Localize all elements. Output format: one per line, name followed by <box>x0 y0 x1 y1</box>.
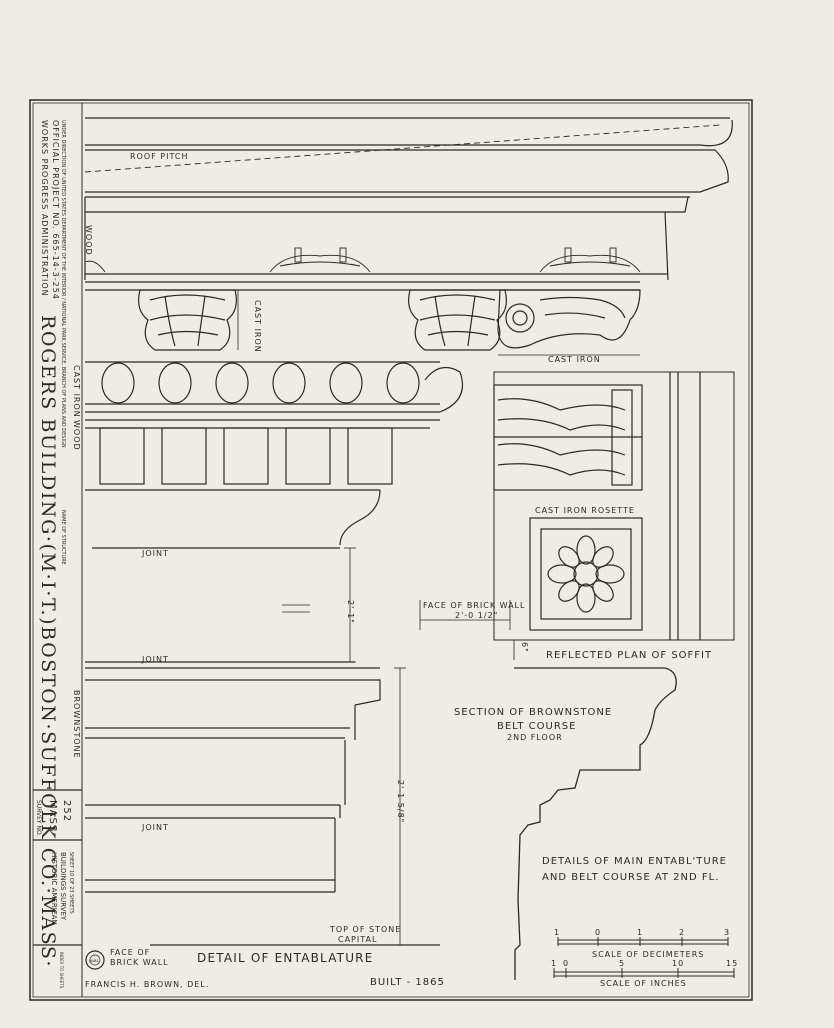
scale-bars <box>553 937 735 978</box>
belt-course-profile <box>514 667 677 980</box>
dentil-course <box>85 427 430 546</box>
habs-line-1: HISTORIC AMERICAN <box>50 852 58 925</box>
label-brownstone: BROWNSTONE <box>72 690 81 759</box>
in-tick-3: 5 <box>619 959 625 968</box>
label-delineator: FRANCIS H. BROWN, DEL. <box>85 980 209 989</box>
survey-no: MASS· <box>47 800 58 836</box>
label-face-of-2: BRICK WALL <box>110 958 169 967</box>
label-face-of-brick-wall: FACE OF BRICK WALL <box>423 601 525 610</box>
sheet-info: SHEET 10 OF 23 SHEETS <box>68 852 74 914</box>
wpa-line-2: OFFICIAL PROJECT NO. 665-14-3-254 <box>51 120 60 300</box>
label-cast-iron-2: CAST IRON <box>548 355 601 364</box>
inner-border <box>32 102 750 998</box>
soffit-plan <box>493 371 735 641</box>
dimension-lines <box>282 547 515 946</box>
title-block: WORKS PROGRESS ADMINISTRATION OFFICIAL P… <box>35 120 99 989</box>
label-roof-pitch: ROOF PITCH <box>130 152 189 161</box>
label-wood: WOOD <box>84 225 93 256</box>
outer-border <box>29 99 753 1001</box>
label-top-of-stone-2: CAPITAL <box>338 935 377 944</box>
label-built: BUILT - 1865 <box>370 977 445 988</box>
label-dim-2-1: 2'-1" <box>346 600 355 624</box>
survey-no-num: 252 <box>61 800 72 822</box>
in-tick-2: 0 <box>563 959 569 968</box>
in-tick-1: 1 <box>551 959 557 968</box>
scale-inches-label: SCALE OF INCHES <box>600 979 687 988</box>
label-section-title-1: SECTION OF BROWNSTONE <box>454 707 612 718</box>
seal-text: HABS <box>89 959 99 963</box>
index-text: INDEX TO SHEETS <box>59 952 64 989</box>
label-wood-2: WOOD <box>72 420 81 451</box>
dm-tick-3: 1 <box>637 928 643 937</box>
scale-labels: 1 0 1 2 3 SCALE OF DECIMETERS 1 0 5 10 1… <box>551 928 738 988</box>
frieze <box>85 547 440 946</box>
label-cast-iron-1: CAST IRON <box>253 300 262 353</box>
name-of-structure-label: NAME OF STRUCTURE <box>60 510 66 565</box>
wpa-line-1: WORKS PROGRESS ADMINISTRATION <box>40 120 49 297</box>
label-top-of-stone-1: TOP OF STONE <box>329 925 401 934</box>
egg-and-dart-molding <box>85 361 464 421</box>
cast-iron-rosette <box>547 535 625 613</box>
label-cast-iron-3: CAST IRON <box>72 365 81 418</box>
label-joint-1: JOINT <box>141 549 169 558</box>
cast-iron-brackets <box>138 289 641 351</box>
label-cast-iron-rosette: CAST IRON ROSETTE <box>535 506 635 515</box>
label-details-title-2: AND BELT COURSE AT 2ND FL. <box>542 872 719 883</box>
habs-seal <box>85 950 105 970</box>
label-dim-2-1-5-8: 2'-1 5/8" <box>396 780 405 823</box>
in-tick-5: 15 <box>726 959 738 968</box>
structure-name: ROGERS BUILDING·(M·I·T.)BOSTON·SUFFOLK C… <box>37 315 59 968</box>
in-tick-4: 10 <box>672 959 684 968</box>
label-dim-6: 6" <box>520 642 529 653</box>
label-joint-2: JOINT <box>141 655 169 664</box>
drawing-labels: ROOF PITCH WOOD CAST IRON CAST IRON CAST… <box>72 152 727 989</box>
dm-tick-5: 3 <box>724 928 730 937</box>
cornice <box>84 117 733 291</box>
label-details-title-1: DETAILS OF MAIN ENTABL'TURE <box>542 856 727 867</box>
habs-line-2: BUILDINGS SURVEY <box>59 852 67 921</box>
label-joint-3: JOINT <box>141 823 169 832</box>
scale-decimeters-label: SCALE OF DECIMETERS <box>592 950 704 959</box>
cresting-ornaments <box>84 247 641 273</box>
dm-tick-2: 0 <box>595 928 601 937</box>
dm-tick-1: 1 <box>554 928 560 937</box>
label-section-title-2: BELT COURSE <box>497 721 576 732</box>
survey-no-label: SURVEY NO. <box>35 800 42 836</box>
label-reflected-plan: REFLECTED PLAN OF SOFFIT <box>546 650 712 661</box>
dm-tick-4: 2 <box>679 928 685 937</box>
label-dim-2-0: 2'-0 1/2" <box>455 611 498 620</box>
label-section-title-3: 2ND FLOOR <box>507 733 563 742</box>
label-detail-of-entablature: DETAIL OF ENTABLATURE <box>197 951 374 965</box>
label-face-of-1: FACE OF <box>110 948 150 957</box>
survey-lines: UNDER DIRECTION OF UNITED STATES DEPARTM… <box>60 120 66 448</box>
